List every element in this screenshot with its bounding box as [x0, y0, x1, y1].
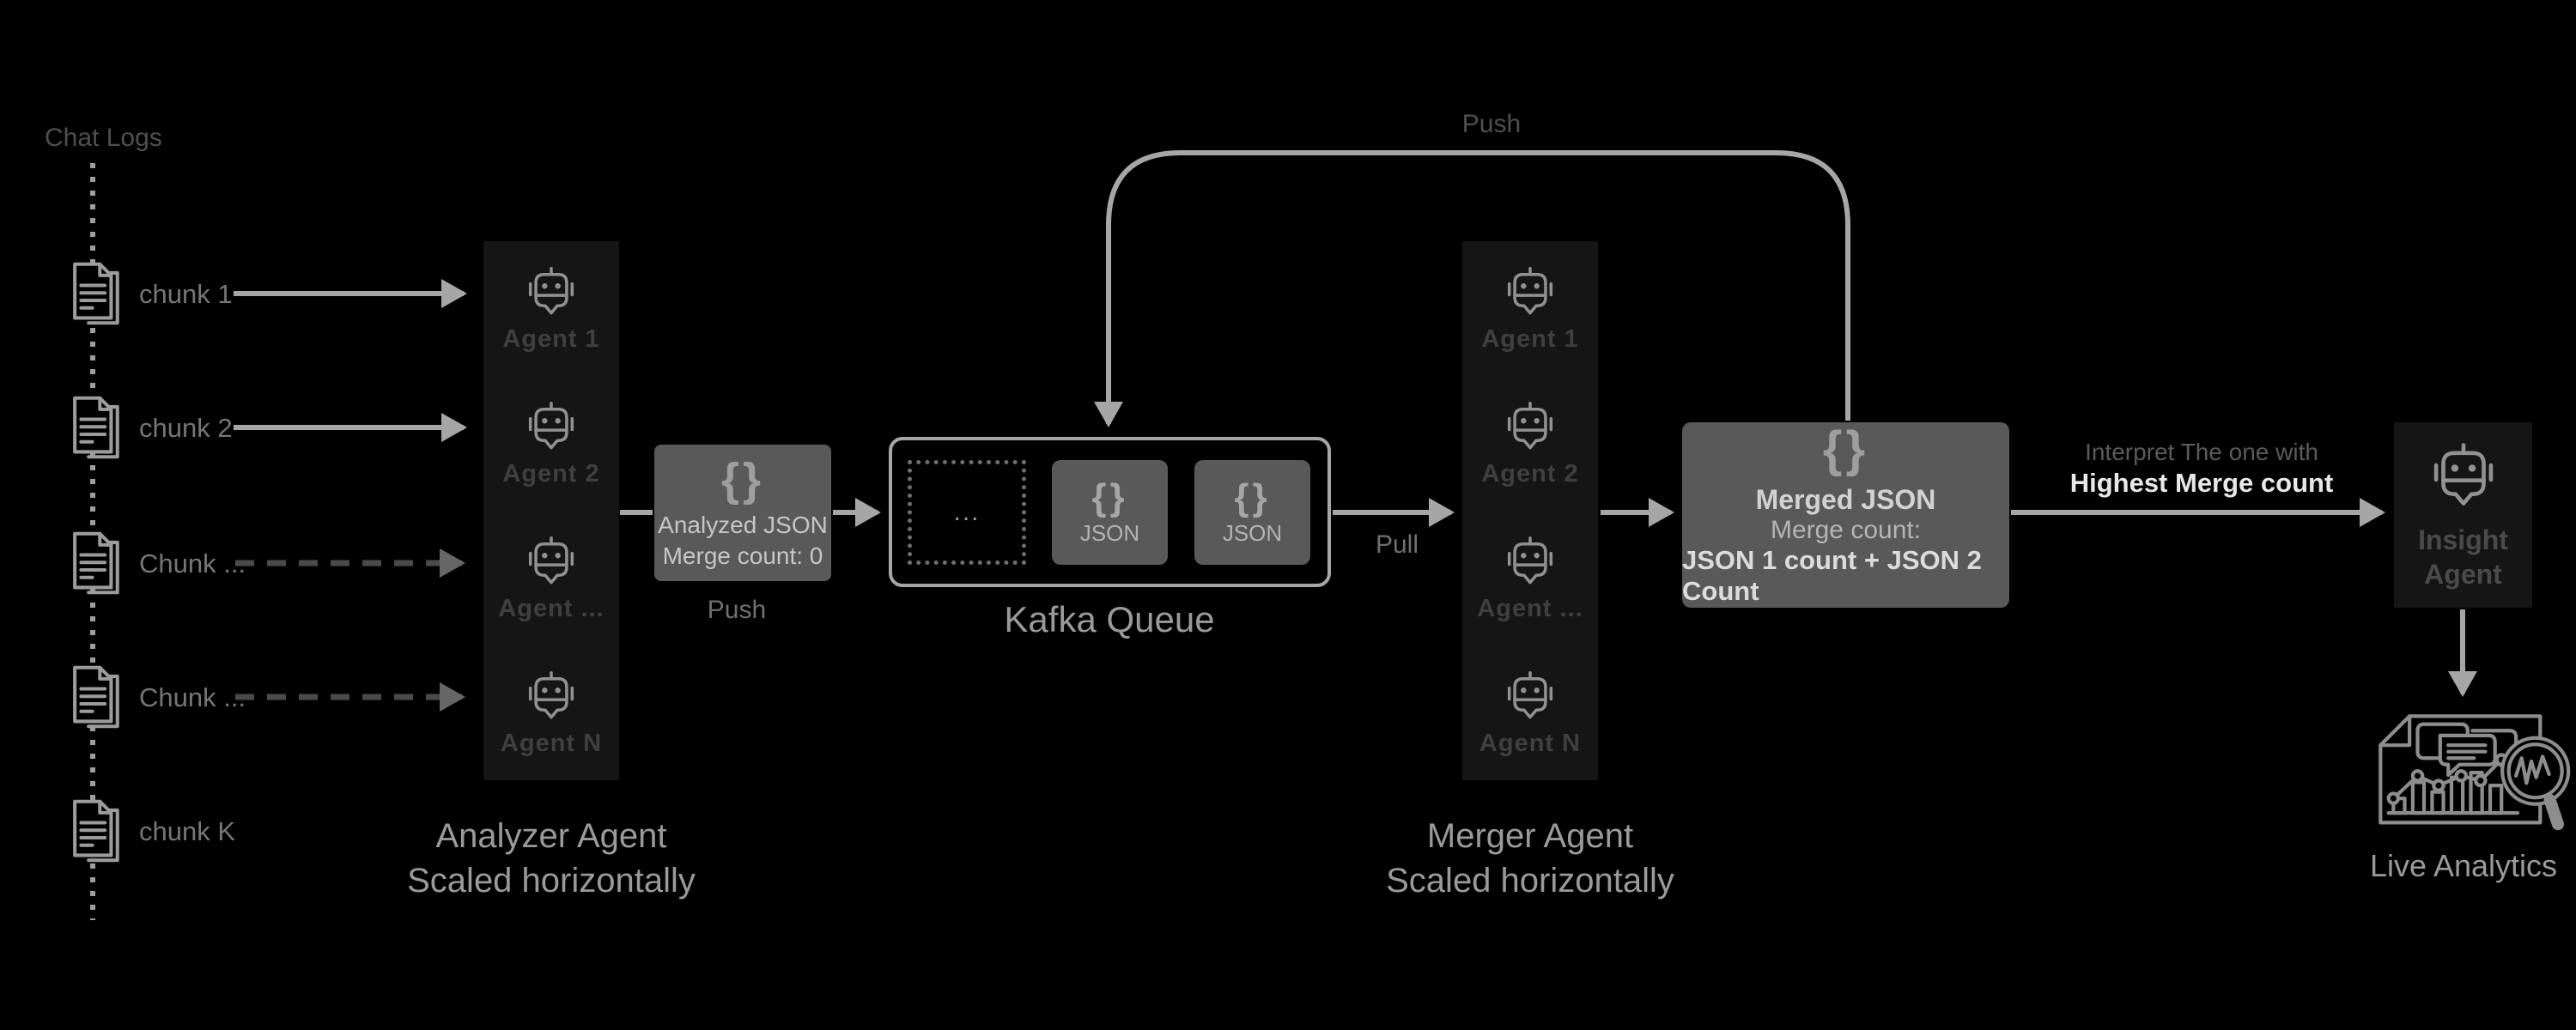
analyzer-caption-line2: Scaled horizontally [407, 862, 696, 900]
analyzed-json-line1: Analyzed JSON [658, 511, 828, 538]
merged-json-box: {} Merged JSON Merge count: JSON 1 count… [1682, 422, 2009, 608]
pull-label: Pull [1375, 530, 1419, 559]
analytics-report-icon [2358, 707, 2571, 841]
merger-panel: Agent 1 Agent 2 Agent ... Agent N [1462, 241, 1598, 780]
kafka-json-item: {} JSON [1052, 459, 1168, 565]
braces-icon: {} [720, 453, 765, 506]
agent-label: Agent 2 [502, 460, 600, 488]
chunk-label: Chunk ... [139, 548, 246, 579]
json-label: JSON [1222, 520, 1283, 546]
push-label: Push [707, 596, 767, 624]
push-loop-arrow [1094, 150, 1850, 427]
robot-icon [1507, 402, 1553, 450]
robot-icon [528, 267, 574, 315]
robot-icon [1507, 536, 1553, 585]
agent-label: Agent N [500, 730, 603, 757]
analyzer-agent-item: Agent ... [498, 533, 604, 623]
live-analytics-label: Live Analytics [2369, 848, 2558, 883]
insight-panel: Insight Agent [2394, 422, 2532, 608]
robot-icon [528, 536, 574, 585]
chunk-label: chunk K [139, 816, 236, 846]
agent-label: Agent ... [1477, 595, 1583, 622]
robot-icon [528, 671, 574, 719]
document-icon [64, 254, 124, 333]
agent-label: Agent ... [498, 595, 605, 622]
document-icon [64, 791, 124, 870]
insight-line2: Agent [2424, 559, 2502, 590]
braces-icon: {} [1822, 421, 1869, 477]
analyzer-agent-item: Agent 1 [502, 264, 599, 354]
document-icon [64, 388, 124, 467]
agent-label: Agent 1 [1481, 325, 1579, 353]
chunk-label: chunk 2 [139, 413, 233, 443]
merger-agent-item: Agent 2 [1481, 398, 1578, 488]
document-icon [64, 657, 124, 736]
chunk-label: Chunk ... [139, 682, 246, 712]
analyzed-json-line2: Merge count: 0 [662, 542, 823, 569]
braces-icon: {} [1091, 476, 1128, 518]
kafka-queue: ... {} JSON {} JSON [889, 437, 1331, 587]
analyzer-agent-item: Agent N [501, 668, 602, 758]
agent-label: Agent N [1479, 730, 1582, 757]
json-label: JSON [1079, 520, 1140, 546]
document-icon [64, 524, 124, 603]
robot-icon [2427, 439, 2500, 511]
analyzer-caption: Analyzer Agent Scaled horizontally [328, 814, 775, 903]
robot-icon [528, 402, 574, 450]
merged-json-line1: Merged JSON [1755, 484, 1936, 515]
interpret-line1: Interpret The one with [2085, 439, 2318, 465]
analyzer-caption-line1: Analyzer Agent [435, 817, 667, 855]
merged-json-line3: JSON 1 count + JSON 2 Count [1682, 545, 1982, 606]
interpret-line2: Highest Merge count [2069, 468, 2334, 498]
insight-line1: Insight [2418, 524, 2508, 555]
analyzer-panel: Agent 1 Agent 2 Agent ... Agent N [483, 241, 619, 780]
merger-agent-item: Agent 1 [1481, 264, 1578, 354]
merger-caption: Merger Agent Scaled horizontally [1307, 814, 1753, 903]
chunk-label: chunk 1 [139, 279, 233, 309]
interpret-annotation: Interpret The one with Highest Merge cou… [2030, 438, 2373, 500]
kafka-json-item: {} JSON [1194, 459, 1310, 565]
merger-agent-item: Agent ... [1477, 533, 1583, 623]
agent-label: Agent 2 [1481, 460, 1579, 488]
robot-icon [1507, 267, 1553, 315]
merger-caption-line1: Merger Agent [1426, 817, 1634, 855]
push-top-label: Push [1461, 110, 1522, 138]
merged-json-line2: Merge count: [1770, 516, 1922, 544]
merger-caption-line2: Scaled horizontally [1386, 862, 1674, 900]
braces-icon: {} [1234, 476, 1271, 518]
kafka-empty-slot: ... [908, 459, 1026, 565]
chat-logs-title: Chat Logs [45, 124, 162, 152]
merger-agent-item: Agent N [1479, 668, 1581, 758]
analyzed-json-box: {} Analyzed JSON Merge count: 0 [654, 445, 831, 581]
analyzer-agent-item: Agent 2 [502, 398, 599, 488]
kafka-title: Kafka Queue [1004, 599, 1215, 639]
agent-label: Agent 1 [502, 325, 600, 353]
robot-icon [1507, 671, 1553, 719]
